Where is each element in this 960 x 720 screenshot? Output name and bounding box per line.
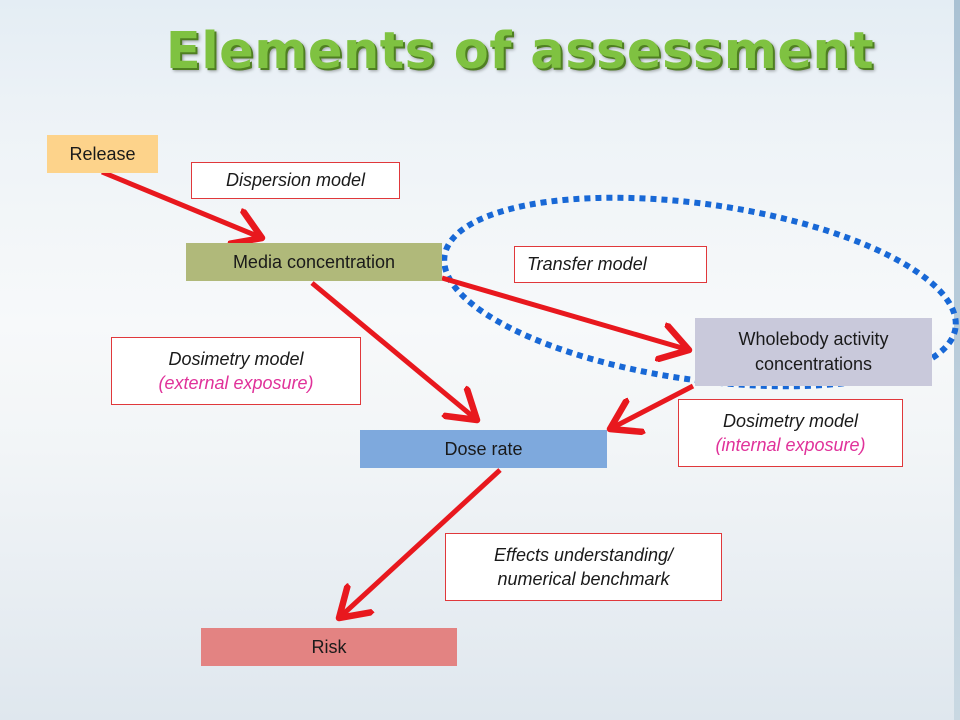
media-concentration-label: Media concentration	[232, 251, 396, 272]
dosimetry-internal-line1: Dosimetry model	[722, 410, 859, 431]
release-node: Release	[47, 135, 158, 173]
page-title: Elements of assessment	[165, 22, 875, 81]
media-concentration-node: Media concentration	[186, 243, 442, 281]
transfer-model-text: Transfer model	[527, 254, 647, 275]
effects-line1: Effects understanding/	[493, 544, 674, 565]
arrow-media-to-wholebody	[441, 275, 689, 350]
transfer-model-label: Transfer model	[514, 246, 707, 283]
arrow-release-to-media	[101, 169, 262, 238]
wholebody-node: Wholebody activity concentrations	[695, 318, 932, 386]
dosimetry-internal-line2: (internal exposure)	[715, 435, 866, 455]
risk-node: Risk	[201, 628, 457, 666]
effects-line2: numerical benchmark	[497, 569, 670, 589]
dose-rate-label: Dose rate	[444, 438, 523, 459]
dose-rate-node: Dose rate	[360, 430, 607, 468]
effects-label: Effects understanding/ numerical benchma…	[445, 533, 722, 601]
wholebody-label-line1: Wholebody activity	[738, 328, 889, 349]
arrow-wholebody-to-dose	[610, 383, 695, 429]
dispersion-model-text: Dispersion model	[225, 170, 366, 191]
wholebody-label-line2: concentrations	[754, 354, 873, 374]
dosimetry-external-line1: Dosimetry model	[168, 348, 304, 369]
risk-label: Risk	[311, 636, 347, 657]
transfer-ellipse	[441, 194, 959, 390]
dispersion-model-label: Dispersion model	[191, 162, 400, 199]
dosimetry-external-line2: (external exposure)	[158, 373, 314, 393]
arrow-dose-to-risk	[339, 468, 502, 618]
release-node-label: Release	[69, 143, 136, 164]
right-edge-strip	[954, 0, 960, 720]
dosimetry-external-label: Dosimetry model (external exposure)	[111, 337, 361, 405]
dosimetry-internal-label: Dosimetry model (internal exposure)	[678, 399, 903, 467]
arrow-media-to-dose	[310, 281, 477, 420]
